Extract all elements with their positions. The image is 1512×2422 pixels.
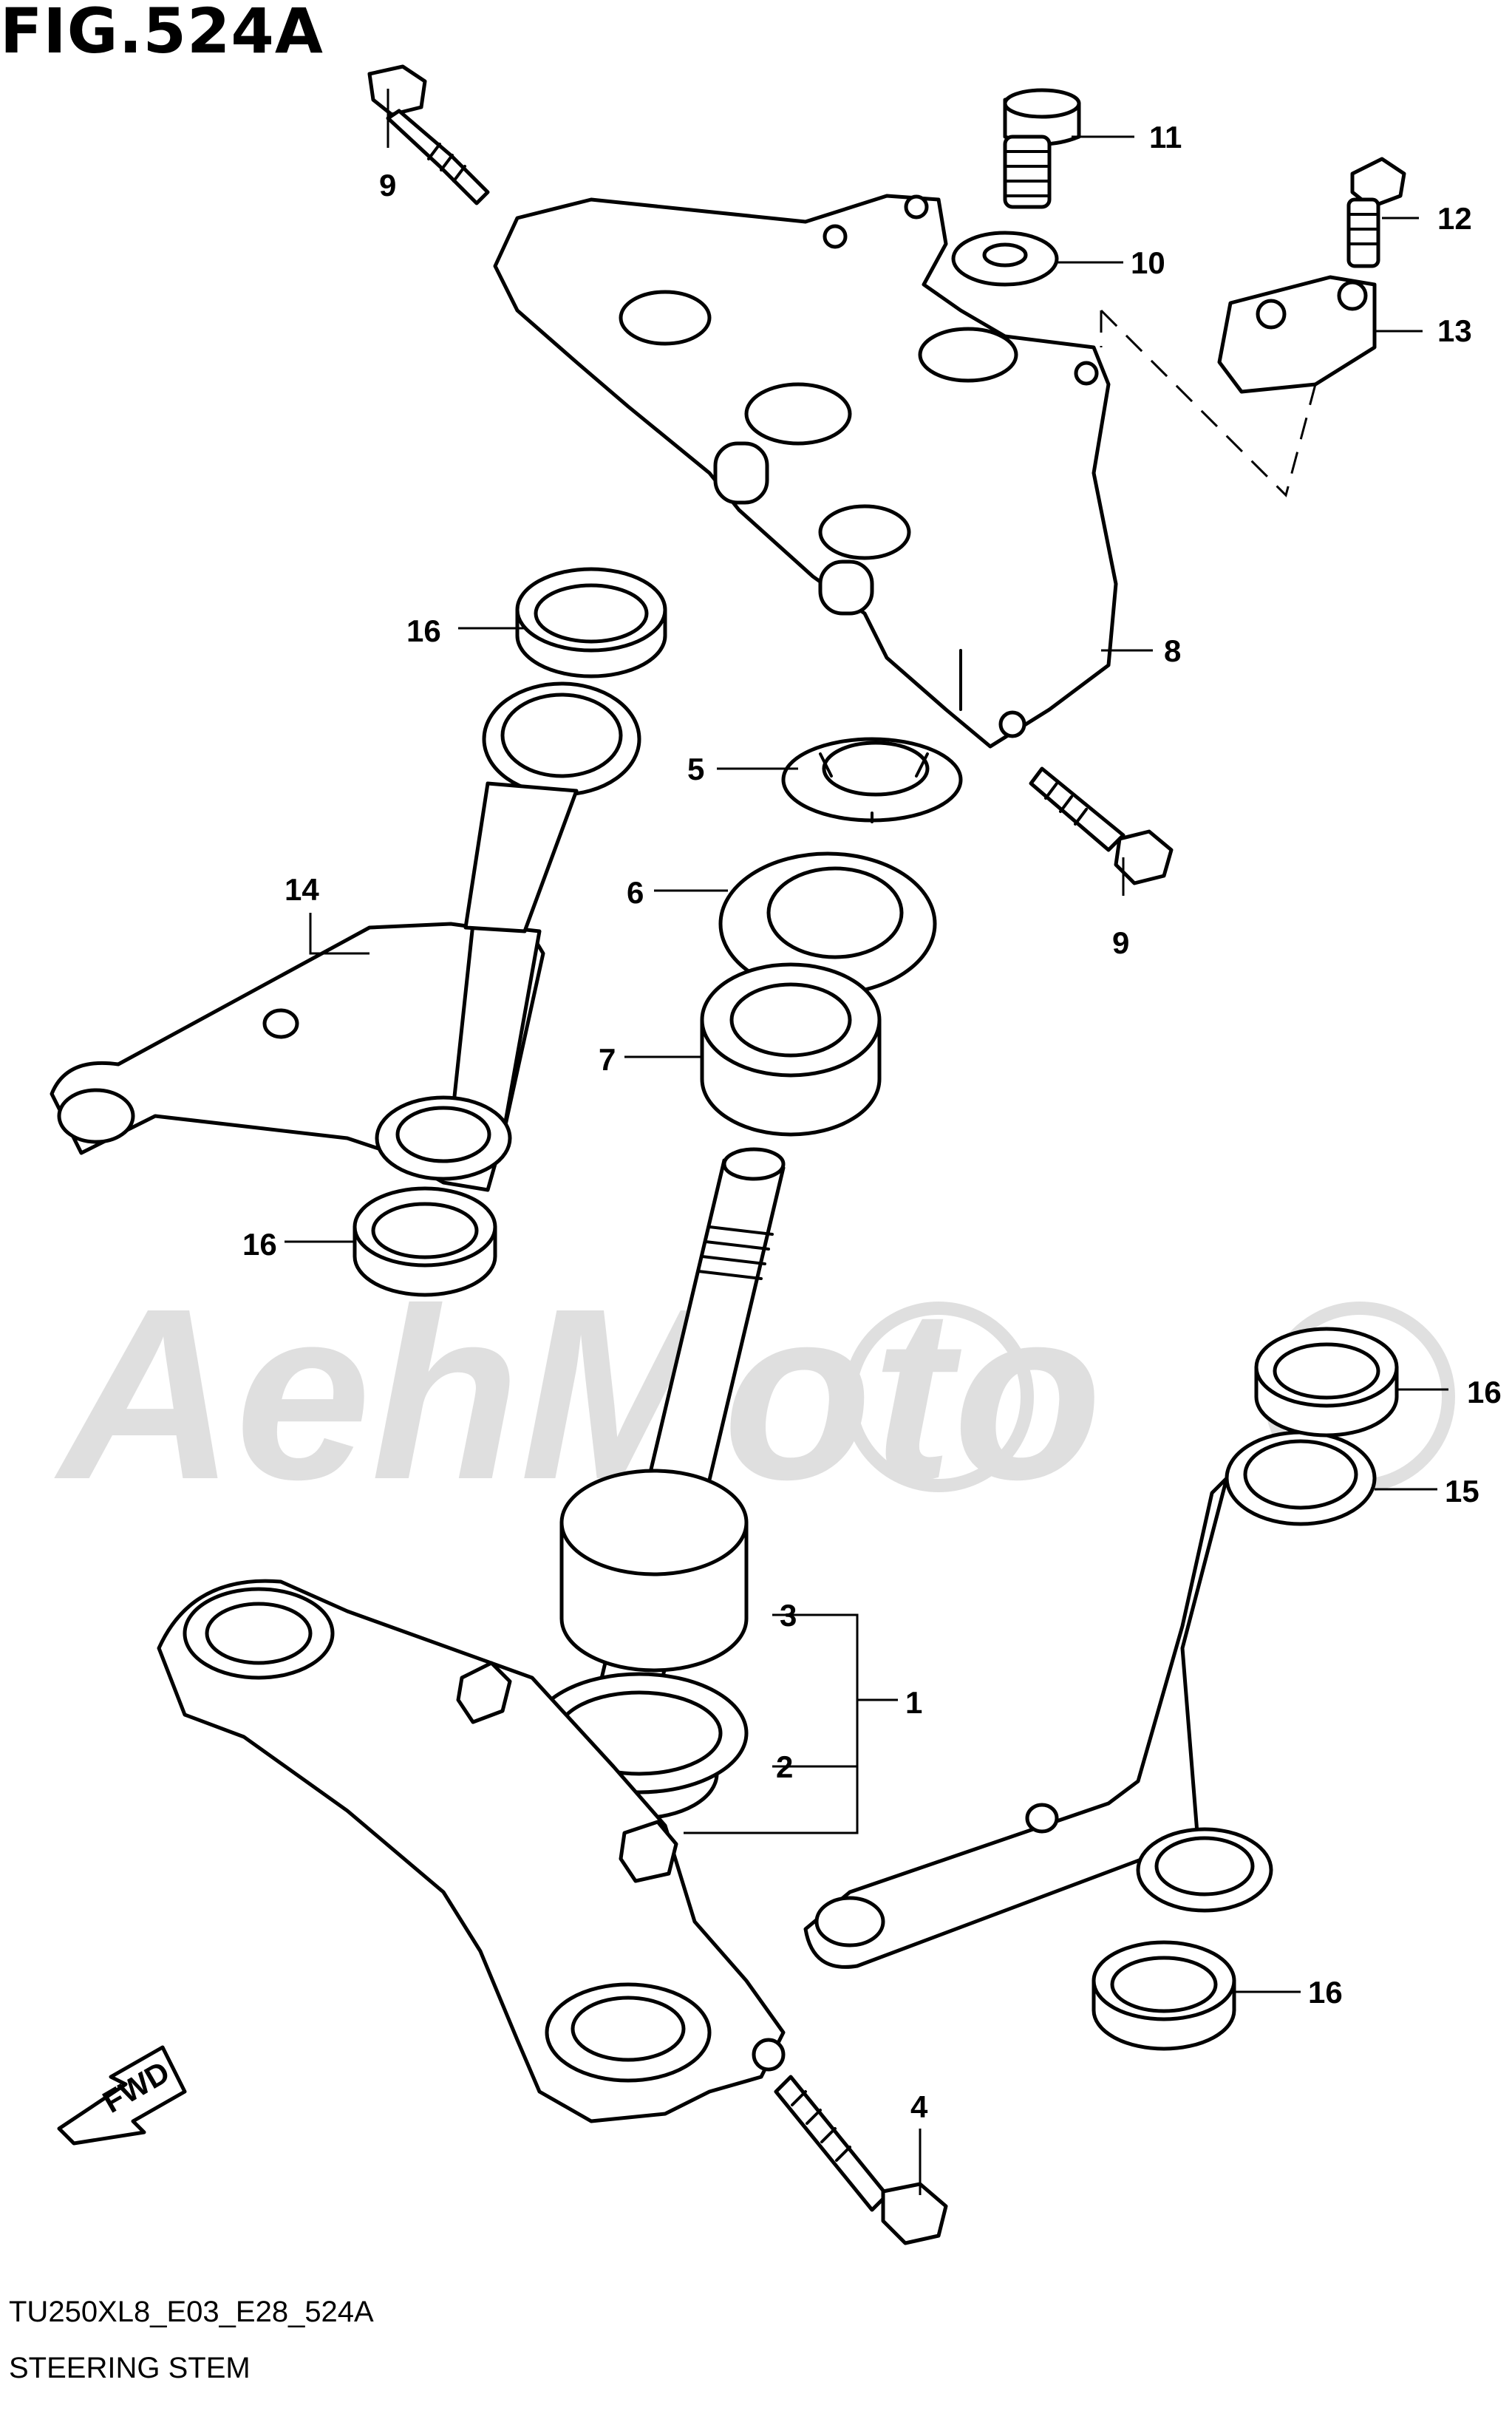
callout-16-lower-right: 16 (1308, 1975, 1343, 2010)
washer-10 (951, 231, 1059, 287)
upper-bracket-part-8 (493, 194, 1118, 749)
callout-9-right: 9 (1112, 925, 1129, 960)
callout-4: 4 (910, 2089, 928, 2124)
callout-14: 14 (285, 872, 319, 907)
headlight-bracket-15 (803, 1430, 1377, 1969)
headlight-bracket-14 (50, 681, 641, 1192)
callout-10: 10 (1131, 245, 1165, 280)
watermark: AehMoto (52, 1257, 1455, 1530)
leader-lines (285, 89, 1448, 2195)
bolt-9-right (1029, 766, 1174, 885)
bushing-16-lower-right (1092, 1940, 1236, 2051)
figure-name: STEERING STEM (9, 2352, 251, 2384)
callout-12: 12 (1437, 201, 1472, 236)
seal-6 (718, 851, 937, 996)
bearing-7 (700, 962, 882, 1137)
bolt-11 (1003, 88, 1081, 209)
figure-title: FIG.524A (0, 0, 324, 67)
callout-16-upper-left: 16 (406, 613, 441, 648)
watermark-text: AehMoto (52, 1257, 1103, 1530)
fwd-arrow: FWD (57, 2045, 187, 2146)
callout-16-upper-right: 16 (1467, 1375, 1502, 1409)
callout-11: 11 (1149, 120, 1182, 154)
bolt-12 (1346, 157, 1406, 268)
lock-nut-5 (781, 737, 963, 823)
callout-3: 3 (780, 1598, 797, 1633)
bushing-16-upper-left (515, 567, 667, 678)
callout-7: 7 (599, 1042, 616, 1077)
callout-numbers: 11 10 12 13 8 9 9 16 5 6 7 14 16 16 15 3… (242, 120, 1502, 2124)
callout-2: 2 (776, 1749, 793, 1784)
figure-code: TU250XL8_E03_E28_524A (9, 2296, 374, 2328)
callout-15: 15 (1445, 1474, 1479, 1508)
callout-16-lower-left: 16 (242, 1227, 277, 1262)
callout-6: 6 (627, 875, 644, 910)
callout-5: 5 (687, 752, 704, 786)
callout-13: 13 (1437, 313, 1472, 348)
bushing-16-lower-left (353, 1186, 497, 1297)
callout-8: 8 (1164, 633, 1181, 668)
holder-cap-13 (1100, 275, 1377, 497)
callout-9-top: 9 (379, 168, 396, 203)
callout-1: 1 (905, 1685, 922, 1720)
bolt-9-top (367, 64, 490, 205)
bushing-16-upper-right (1254, 1327, 1399, 1438)
lower-bracket (157, 1579, 786, 2123)
